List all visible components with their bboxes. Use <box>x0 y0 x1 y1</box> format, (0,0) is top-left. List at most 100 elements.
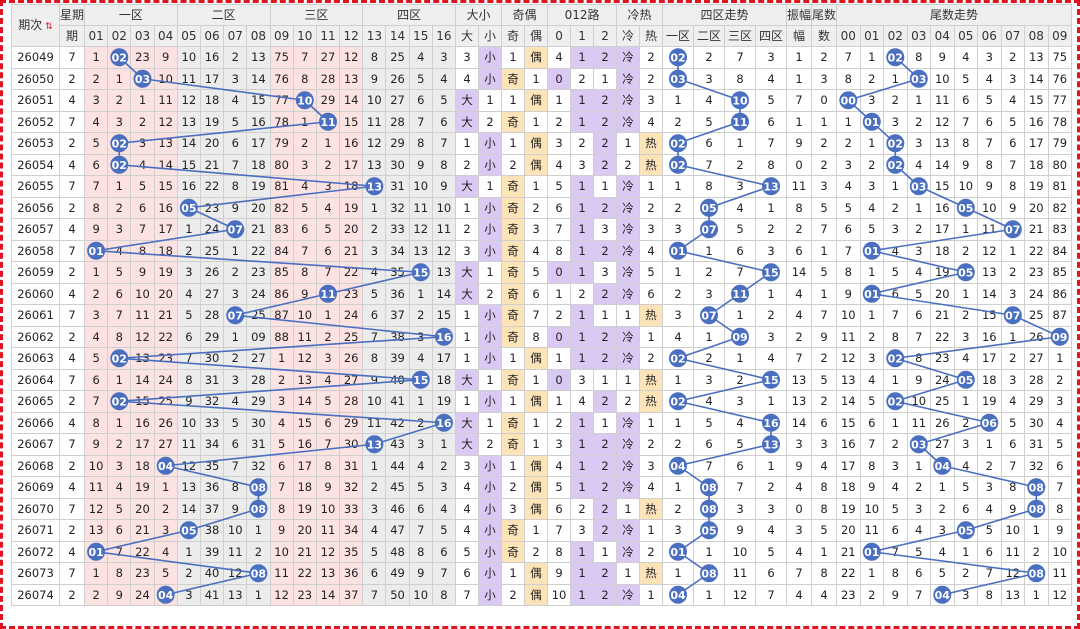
number-cell: 13 <box>130 347 155 370</box>
table-row: 26070712520214379088191033346644小3偶6221热… <box>11 497 1073 520</box>
number-cell: 20 <box>153 282 178 305</box>
number-cell: 37 <box>385 304 410 327</box>
number-cell: 14 <box>130 368 155 391</box>
zone-trend-cell: 1 <box>662 261 695 284</box>
number-cell: 7 <box>431 132 457 155</box>
number-cell: 13 <box>339 67 364 90</box>
tail-trend-cell: 8 <box>836 67 861 90</box>
hotcold-cell: 2 <box>639 347 664 370</box>
size-cell: 大 <box>455 175 480 198</box>
number-cell: 84 <box>269 239 294 262</box>
number-cell: 7 <box>107 304 132 327</box>
hotcold-cell: 热 <box>639 497 664 520</box>
week-cell: 2 <box>58 132 86 155</box>
size-cell: 3 <box>455 46 480 69</box>
number-cell: 21 <box>153 304 178 327</box>
number-cell: 05 <box>176 519 201 542</box>
header-parity: 奇偶 <box>501 4 549 26</box>
tail-cell: 8 <box>811 497 838 520</box>
number-cell: 31 <box>246 433 271 456</box>
number-cell: 1 <box>130 89 155 112</box>
tail-trend-cell: 2 <box>859 583 885 606</box>
header-zone-trend-sub: 四区 <box>755 25 788 47</box>
tail-trend-cell: 78 <box>1047 110 1073 133</box>
number-cell: 6 <box>431 540 457 563</box>
number-cell: 8 <box>292 67 317 90</box>
header-num-03: 03 <box>130 25 155 47</box>
number-cell: 11 <box>408 196 433 219</box>
number-cell: 13 <box>362 153 387 176</box>
tail-trend-cell: 15 <box>836 411 861 434</box>
number-cell: 19 <box>339 196 364 219</box>
week-cell: 4 <box>58 89 86 112</box>
zone-trend-cell: 2 <box>755 304 788 327</box>
amplitude-cell: 4 <box>786 282 813 305</box>
number-cell: 7 <box>408 110 433 133</box>
parity-cell: 偶 <box>524 497 549 520</box>
number-cell: 14 <box>153 153 178 176</box>
number-cell: 15 <box>431 304 457 327</box>
tail-trend-cell: 08 <box>1024 562 1049 585</box>
tail-trend-cell: 1 <box>859 562 885 585</box>
number-cell: 9 <box>223 497 248 520</box>
table-row: 2606779217271134631516730134331大2奇1312冷2… <box>11 433 1073 456</box>
tail-trend-cell: 3 <box>883 218 908 241</box>
number-cell: 15 <box>176 153 201 176</box>
tail-cell: 2 <box>811 132 838 155</box>
sort-arrows-icon[interactable]: ⇅ <box>42 21 53 32</box>
number-cell: 11 <box>153 89 178 112</box>
size-cell: 小 <box>478 476 503 499</box>
number-cell: 29 <box>385 132 410 155</box>
tail-trend-cell: 1 <box>953 390 979 413</box>
header-size-sub: 小 <box>478 25 503 47</box>
number-cell: 4 <box>431 67 457 90</box>
zone-trend-cell: 07 <box>693 304 726 327</box>
zone-trend-cell: 2 <box>693 261 726 284</box>
tail-trend-cell: 4 <box>953 454 979 477</box>
number-cell: 17 <box>339 153 364 176</box>
number-cell: 21 <box>246 218 271 241</box>
tail-trend-cell: 16 <box>977 325 1002 348</box>
tail-trend-cell: 14 <box>836 390 861 413</box>
hotcold-cell: 冷 <box>616 89 641 112</box>
tail-trend-cell: 2 <box>906 110 932 133</box>
zone-trend-cell: 4 <box>693 89 726 112</box>
hotcold-cell: 3 <box>639 454 664 477</box>
zone-trend-cell: 3 <box>724 175 757 198</box>
week-cell: 7 <box>58 110 86 133</box>
amplitude-cell: 7 <box>786 89 813 112</box>
number-cell: 2 <box>408 304 433 327</box>
number-cell: 87 <box>269 304 294 327</box>
issue-cell: 26050 <box>11 67 60 90</box>
tail-trend-cell: 01 <box>859 110 885 133</box>
mod3-cell: 1 <box>570 218 595 241</box>
tail-trend-cell: 8 <box>906 347 932 370</box>
zone-trend-cell: 3 <box>693 67 726 90</box>
issue-cell: 26074 <box>11 583 60 606</box>
tail-trend-cell: 6 <box>1000 132 1026 155</box>
number-cell: 11 <box>130 304 155 327</box>
zone-trend-cell: 02 <box>662 347 695 370</box>
mod3-cell: 2 <box>570 132 595 155</box>
number-cell: 5 <box>408 67 433 90</box>
tail-trend-cell: 1 <box>1024 519 1049 542</box>
week-cell: 4 <box>58 153 86 176</box>
zone-trend-cell: 03 <box>662 67 695 90</box>
number-cell: 5 <box>153 562 178 585</box>
number-cell: 32 <box>246 454 271 477</box>
table-row: 260742292404341131122314377501087小2偶1012… <box>11 583 1073 606</box>
number-cell: 4 <box>223 390 248 413</box>
number-cell: 2 <box>408 411 433 434</box>
number-cell: 25 <box>199 239 225 262</box>
parity-cell: 奇 <box>501 110 526 133</box>
week-cell: 4 <box>58 540 86 563</box>
tail-trend-cell: 1 <box>859 132 885 155</box>
hotcold-cell: 2 <box>616 390 641 413</box>
mod3-cell: 1 <box>593 304 618 327</box>
hotcold-cell: 2 <box>639 196 664 219</box>
tail-trend-cell: 6 <box>883 519 908 542</box>
hotcold-cell: 热 <box>639 368 664 391</box>
tail-trend-cell: 76 <box>1047 67 1073 90</box>
tail-trend-cell: 6 <box>953 89 979 112</box>
tail-trend-cell: 2 <box>953 304 979 327</box>
